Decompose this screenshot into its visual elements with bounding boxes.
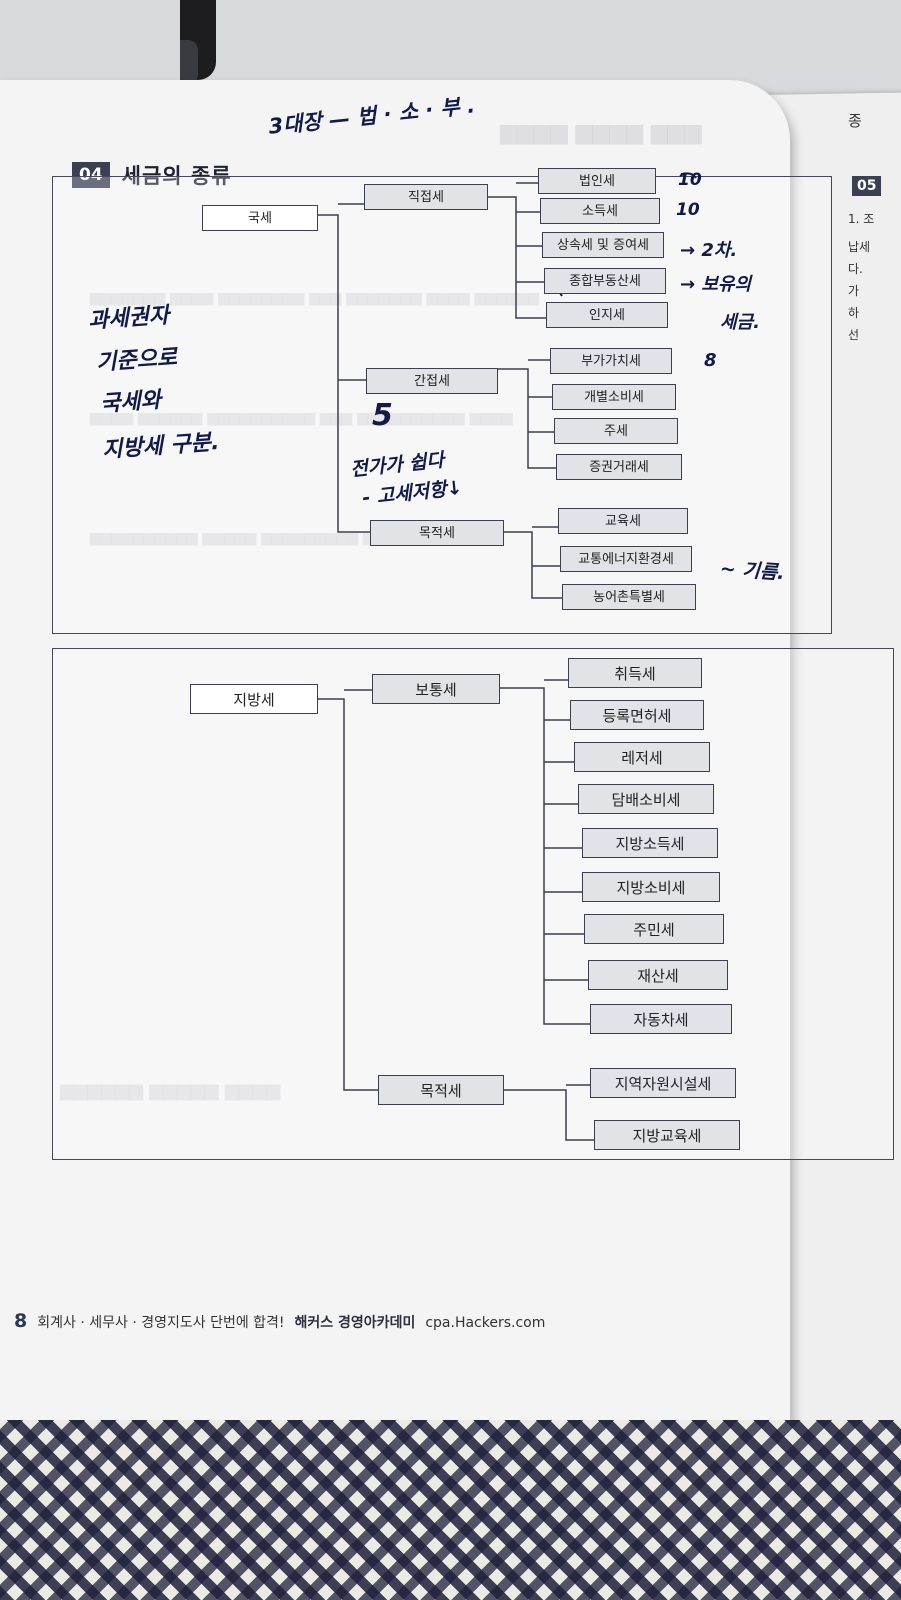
next-section-number: 05 bbox=[852, 176, 882, 196]
tax-item-securities-transaction: 증권거래세 bbox=[556, 454, 682, 480]
indirect-tax-group: 간접세 bbox=[366, 368, 498, 394]
edge-fragment: 다. bbox=[848, 262, 863, 276]
tax-item-regional-resource-facility: 지역자원시설세 bbox=[590, 1068, 736, 1098]
handwritten-income-rank: 10 bbox=[676, 200, 700, 220]
footer-slogan: 회계사 · 세무사 · 경영지도사 단번에 합격! bbox=[37, 1315, 285, 1331]
handwritten-inheritance-note: → 2차. bbox=[680, 240, 738, 261]
tax-item-individual-consumption: 개별소비세 bbox=[552, 384, 676, 410]
page-number: 8 bbox=[14, 1310, 28, 1332]
edge-fragment: 종 bbox=[848, 112, 862, 130]
handwritten-left-note-line: 국세와 bbox=[99, 387, 162, 418]
tax-item-leisure: 레저세 bbox=[574, 742, 710, 772]
national-tax-root: 국세 bbox=[202, 205, 318, 231]
tax-item-property: 재산세 bbox=[588, 960, 728, 990]
tax-item-liquor: 주세 bbox=[554, 418, 678, 444]
handwritten-property-note: → 보유의 bbox=[680, 274, 752, 295]
local-tax-panel bbox=[52, 648, 894, 1160]
tax-item-stamp: 인지세 bbox=[546, 302, 668, 328]
cable-plug bbox=[180, 40, 198, 84]
edge-fragment: 하 bbox=[848, 306, 860, 320]
tax-item-tobacco-consumption: 담배소비세 bbox=[578, 784, 714, 814]
tax-item-local-education: 지방교육세 bbox=[594, 1120, 740, 1150]
cable bbox=[180, 0, 216, 84]
edge-fragment: 1. 조 bbox=[848, 212, 875, 226]
edge-fragment: 납세 bbox=[848, 240, 871, 254]
tax-item-automobile: 자동차세 bbox=[590, 1004, 732, 1034]
handwritten-corporate-rank: 10 bbox=[678, 170, 702, 190]
edge-fragment: 선 bbox=[848, 328, 860, 342]
local-purpose-tax-group: 목적세 bbox=[378, 1075, 504, 1105]
direct-tax-group: 직접세 bbox=[364, 184, 488, 210]
national-tax-panel bbox=[52, 176, 832, 634]
tax-item-rural-special: 농어촌특별세 bbox=[562, 584, 696, 610]
tax-item-resident: 주민세 bbox=[584, 914, 724, 944]
tax-item-corporate: 법인세 bbox=[538, 168, 656, 194]
tax-item-inheritance-gift: 상속세 및 증여세 bbox=[542, 232, 664, 258]
footer-brand: 해커스 경영아카데미 bbox=[294, 1315, 416, 1331]
tax-item-education: 교육세 bbox=[558, 508, 688, 534]
tax-item-local-income: 지방소득세 bbox=[582, 828, 718, 858]
handwritten-transport-note: ~ 기름. bbox=[719, 557, 786, 585]
tax-item-comprehensive-real-estate: 종합부동산세 bbox=[544, 268, 666, 294]
page-footer: 8 회계사 · 세무사 · 경영지도사 단번에 합격! 해커스 경영아카데미 c… bbox=[14, 1310, 545, 1332]
footer-url: cpa.Hackers.com bbox=[425, 1315, 546, 1331]
bleed-through-text: ▆▆▆ ▆▆▆▆ ▆▆▆▆ bbox=[500, 120, 702, 145]
handwritten-vat-rank: 8 bbox=[704, 350, 717, 371]
tax-item-income: 소득세 bbox=[540, 198, 660, 224]
local-ordinary-tax-group: 보통세 bbox=[372, 674, 500, 704]
tax-item-registration-license: 등록면허세 bbox=[570, 700, 704, 730]
handwritten-property-note-2: 세금. bbox=[720, 312, 760, 333]
edge-fragment: 가 bbox=[848, 284, 860, 298]
handwritten-left-note-line: 과세권자 bbox=[87, 303, 170, 334]
handwritten-indirect-mark: 5 bbox=[372, 398, 393, 433]
local-tax-root: 지방세 bbox=[190, 684, 318, 714]
national-purpose-tax-group: 목적세 bbox=[370, 520, 504, 546]
checkered-cloth bbox=[0, 1420, 901, 1600]
tax-item-transport-energy-environment: 교통에너지환경세 bbox=[560, 546, 692, 572]
handwritten-left-note-line: 기준으로 bbox=[95, 345, 178, 376]
section-number: 04 bbox=[72, 162, 110, 188]
tax-item-acquisition: 취득세 bbox=[568, 658, 702, 688]
tax-item-local-consumption: 지방소비세 bbox=[582, 872, 720, 902]
tax-item-vat: 부가가치세 bbox=[550, 348, 672, 374]
